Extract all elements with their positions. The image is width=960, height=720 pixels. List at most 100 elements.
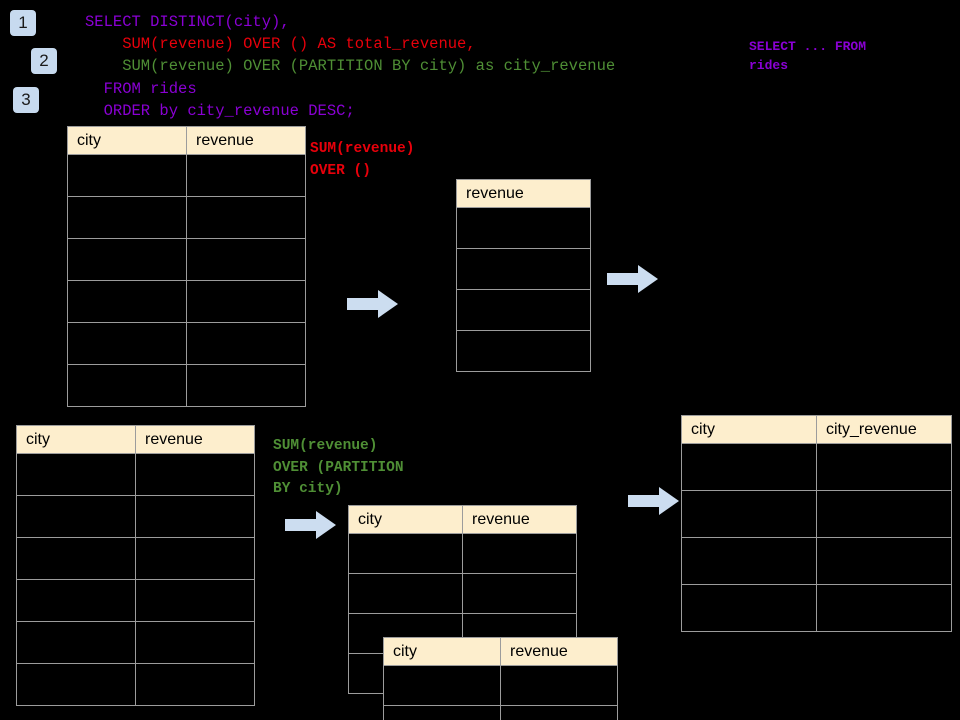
table-row bbox=[16, 621, 255, 664]
table-header-row: city revenue bbox=[348, 505, 577, 534]
table-header-row: city revenue bbox=[16, 425, 255, 454]
table-row bbox=[67, 280, 306, 323]
cell-revenue bbox=[135, 453, 255, 496]
column-header-revenue: revenue bbox=[456, 179, 591, 208]
table-row bbox=[681, 490, 952, 538]
sql-line-city-revenue: SUM(revenue) OVER (PARTITION BY city) as… bbox=[85, 57, 616, 75]
table-header-row: city revenue bbox=[67, 126, 306, 155]
cell-revenue bbox=[135, 537, 255, 580]
cell-city bbox=[681, 584, 817, 632]
annotation-select-from: SELECT ... FROM rides bbox=[749, 39, 867, 73]
cell-revenue bbox=[500, 665, 618, 706]
table-row bbox=[383, 705, 618, 720]
cell-city bbox=[16, 663, 136, 706]
rides-source-table-partition: city revenue bbox=[16, 425, 255, 706]
cell-city bbox=[67, 154, 187, 197]
partition-group-table-b: city revenue bbox=[383, 637, 618, 720]
cell-city bbox=[16, 495, 136, 538]
cell-revenue bbox=[186, 364, 306, 407]
cell-city bbox=[348, 573, 463, 614]
table-row bbox=[67, 238, 306, 281]
column-header-city: city bbox=[383, 637, 501, 666]
table-row bbox=[67, 196, 306, 239]
table-row bbox=[681, 443, 952, 491]
cell-city bbox=[67, 364, 187, 407]
cell-city bbox=[16, 621, 136, 664]
step-badge-2: 2 bbox=[31, 48, 57, 74]
cell-city bbox=[348, 533, 463, 574]
table-row bbox=[16, 579, 255, 622]
cell-revenue bbox=[135, 495, 255, 538]
step-badge-1: 1 bbox=[10, 10, 36, 36]
cell-revenue bbox=[456, 248, 591, 290]
cell-city bbox=[67, 238, 187, 281]
annotation-sum-over-partition: SUM(revenue) OVER (PARTITION BY city) bbox=[273, 438, 404, 497]
table-row bbox=[456, 330, 591, 372]
table-row bbox=[456, 289, 591, 331]
arrow-source-to-total bbox=[347, 289, 399, 319]
city-revenue-result-table: city city_revenue bbox=[681, 415, 952, 632]
table-row bbox=[67, 322, 306, 365]
cell-revenue bbox=[135, 663, 255, 706]
step-badge-3: 3 bbox=[13, 87, 39, 113]
table-header-row: city city_revenue bbox=[681, 415, 952, 444]
cell-revenue bbox=[186, 280, 306, 323]
column-header-city: city bbox=[681, 415, 817, 444]
column-header-revenue: revenue bbox=[462, 505, 577, 534]
arrow-total-to-result bbox=[607, 264, 659, 294]
cell-city bbox=[67, 196, 187, 239]
cell-revenue bbox=[186, 238, 306, 281]
cell-city bbox=[16, 537, 136, 580]
cell-revenue bbox=[500, 705, 618, 720]
table-row bbox=[383, 665, 618, 706]
table-row bbox=[456, 207, 591, 249]
cell-city-revenue bbox=[816, 537, 952, 585]
table-row bbox=[348, 533, 577, 574]
cell-city-revenue bbox=[816, 490, 952, 538]
column-header-revenue: revenue bbox=[135, 425, 255, 454]
table-row bbox=[681, 537, 952, 585]
cell-city-revenue bbox=[816, 443, 952, 491]
cell-revenue bbox=[135, 621, 255, 664]
cell-revenue bbox=[456, 330, 591, 372]
cell-city bbox=[67, 280, 187, 323]
cell-revenue bbox=[186, 154, 306, 197]
cell-revenue bbox=[462, 533, 577, 574]
total-revenue-table: revenue bbox=[456, 179, 591, 372]
cell-city bbox=[67, 322, 187, 365]
arrow-source-to-partition bbox=[285, 510, 337, 540]
rides-source-table: city revenue bbox=[67, 126, 306, 407]
table-row bbox=[456, 248, 591, 290]
cell-revenue bbox=[462, 573, 577, 614]
cell-city bbox=[383, 665, 501, 706]
cell-revenue bbox=[186, 322, 306, 365]
cell-revenue bbox=[456, 289, 591, 331]
table-row bbox=[67, 364, 306, 407]
table-row bbox=[16, 663, 255, 706]
arrow-partition-to-result bbox=[628, 486, 680, 516]
table-header-row: revenue bbox=[456, 179, 591, 208]
table-header-row: city revenue bbox=[383, 637, 618, 666]
cell-city bbox=[16, 579, 136, 622]
annotation-sum-over-empty: SUM(revenue) OVER () bbox=[310, 141, 415, 179]
column-header-revenue: revenue bbox=[500, 637, 618, 666]
cell-city bbox=[681, 443, 817, 491]
cell-revenue bbox=[456, 207, 591, 249]
column-header-city: city bbox=[67, 126, 187, 155]
cell-city bbox=[383, 705, 501, 720]
sql-line-order-by: ORDER by city_revenue DESC; bbox=[85, 102, 355, 120]
column-header-revenue: revenue bbox=[186, 126, 306, 155]
cell-revenue bbox=[186, 196, 306, 239]
cell-revenue bbox=[135, 579, 255, 622]
cell-city-revenue bbox=[816, 584, 952, 632]
column-header-city: city bbox=[16, 425, 136, 454]
sql-line-from: FROM rides bbox=[85, 80, 197, 98]
column-header-city: city bbox=[348, 505, 463, 534]
sql-line-select: SELECT DISTINCT(city), bbox=[85, 13, 290, 31]
cell-city bbox=[681, 537, 817, 585]
table-row bbox=[16, 537, 255, 580]
sql-line-total-revenue: SUM(revenue) OVER () AS total_revenue, bbox=[85, 35, 476, 53]
cell-city bbox=[681, 490, 817, 538]
table-row bbox=[16, 495, 255, 538]
